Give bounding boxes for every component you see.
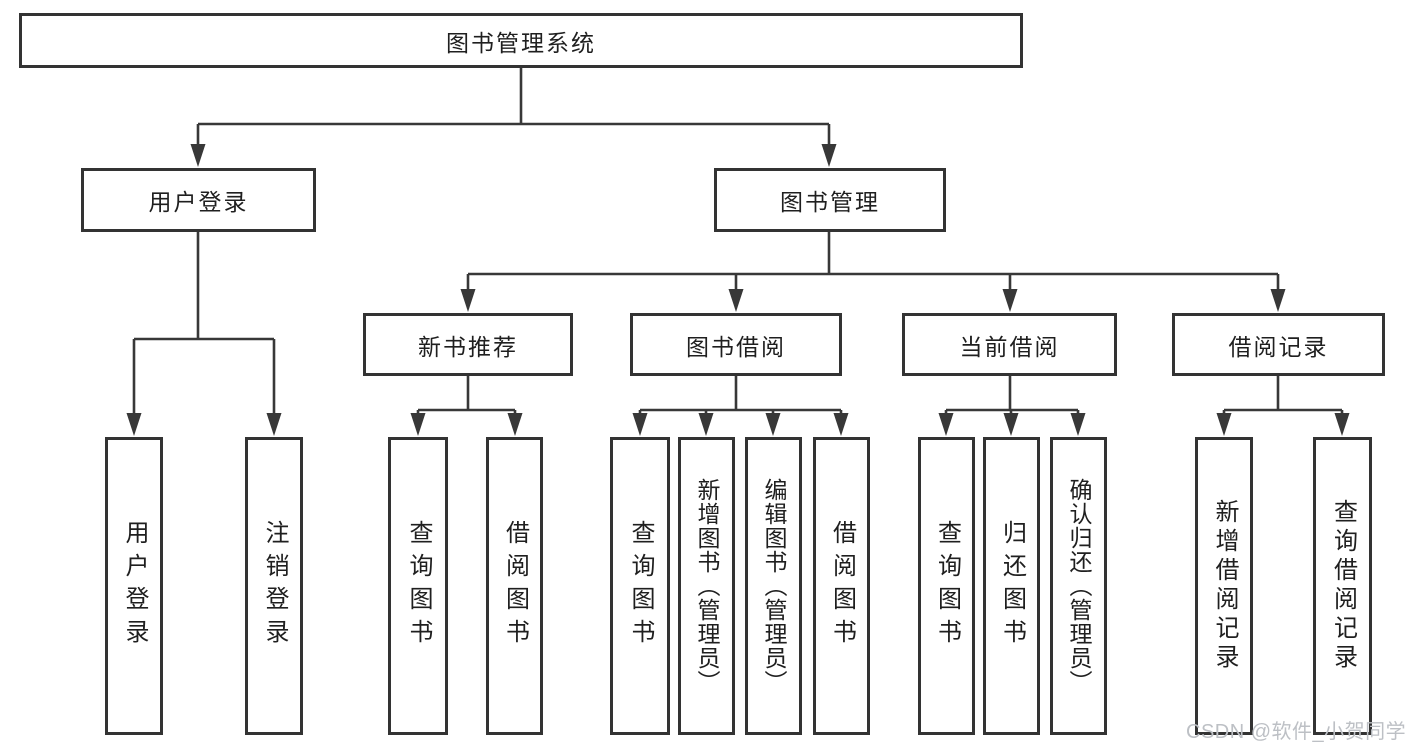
node-current-borrowing: 当前借阅 bbox=[902, 313, 1117, 376]
leaf-label: 查询图书 bbox=[627, 520, 654, 652]
node-label: 图书管理系统 bbox=[446, 29, 596, 56]
leaf-label: 借阅图书 bbox=[501, 520, 529, 652]
node-book-management-module: 图书管理 bbox=[714, 168, 946, 232]
node-new-book-recommend: 新书推荐 bbox=[363, 313, 573, 376]
leaf-label: 借阅图书 bbox=[828, 520, 856, 652]
leaf-label: 用户登录 bbox=[121, 520, 148, 652]
leaf-user-login: 用户登录 bbox=[105, 437, 163, 735]
leaf-label: 查询借阅记录 bbox=[1329, 499, 1357, 673]
leaf-label: 注销登录 bbox=[261, 520, 288, 652]
leaf-query-books-2: 查询图书 bbox=[610, 437, 670, 735]
node-book-borrowing: 图书借阅 bbox=[630, 313, 842, 376]
leaf-query-books-3: 查询图书 bbox=[918, 437, 975, 735]
leaf-logout: 注销登录 bbox=[245, 437, 303, 735]
node-label: 借阅记录 bbox=[1228, 333, 1329, 360]
node-label: 当前借阅 bbox=[959, 333, 1060, 360]
leaf-label: 查询图书 bbox=[933, 520, 961, 652]
leaf-add-borrow-record: 新增借阅记录 bbox=[1195, 437, 1253, 735]
leaf-borrow-books-2: 借阅图书 bbox=[813, 437, 870, 735]
node-root-system: 图书管理系统 bbox=[19, 13, 1023, 68]
leaf-query-borrow-record: 查询借阅记录 bbox=[1313, 437, 1372, 735]
leaf-borrow-books-1: 借阅图书 bbox=[486, 437, 543, 735]
arrowheads bbox=[126, 144, 1350, 436]
node-label: 用户登录 bbox=[148, 189, 249, 215]
node-label: 新书推荐 bbox=[418, 333, 518, 360]
leaf-label: 编辑图书（管理员） bbox=[761, 478, 787, 694]
node-user-login-module: 用户登录 bbox=[81, 168, 316, 232]
node-label: 图书管理 bbox=[780, 189, 880, 215]
leaf-edit-book-admin: 编辑图书（管理员） bbox=[745, 437, 802, 735]
node-borrowing-records: 借阅记录 bbox=[1172, 313, 1385, 376]
leaf-return-book: 归还图书 bbox=[983, 437, 1040, 735]
leaf-label: 确认归还（管理员） bbox=[1066, 478, 1092, 694]
node-label: 图书借阅 bbox=[686, 333, 786, 360]
leaf-label: 新增借阅记录 bbox=[1211, 499, 1238, 673]
leaf-confirm-return-admin: 确认归还（管理员） bbox=[1050, 437, 1107, 735]
leaf-label: 查询图书 bbox=[405, 520, 432, 652]
leaf-label: 归还图书 bbox=[998, 520, 1026, 652]
leaf-label: 新增图书（管理员） bbox=[694, 478, 720, 694]
leaf-query-books-1: 查询图书 bbox=[388, 437, 448, 735]
leaf-add-book-admin: 新增图书（管理员） bbox=[678, 437, 735, 735]
csdn-watermark: CSDN @软件_小贺同学 bbox=[1186, 721, 1405, 743]
